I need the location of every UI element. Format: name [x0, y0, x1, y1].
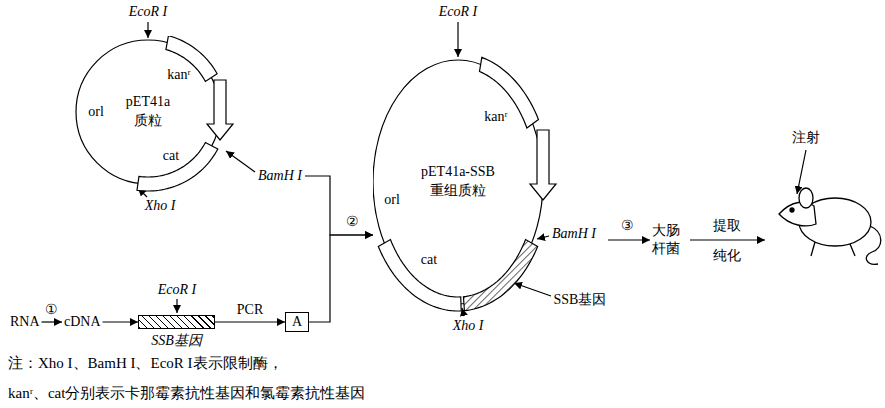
node-text: RNA — [10, 314, 40, 330]
step-label: ① — [44, 302, 59, 317]
gene-bar-hatch — [138, 315, 215, 329]
step-text: 提取 — [713, 218, 741, 233]
enzyme-site: Xho I — [145, 198, 176, 213]
step-label: ② — [345, 214, 360, 229]
insert-band — [463, 240, 537, 311]
node-text: A — [292, 314, 302, 330]
enzyme-site: BamH I — [552, 226, 596, 241]
enzyme-site: EcoR I — [158, 282, 196, 297]
node-text: cDNA — [64, 314, 101, 330]
gene-name: SSB基因 — [554, 292, 607, 307]
plasmid-ring — [373, 56, 608, 312]
promoter-arrow — [530, 130, 556, 200]
gene-band — [480, 57, 539, 128]
flow-arrow — [42, 321, 62, 322]
gene-bar: SSB基因 — [138, 315, 215, 350]
flow-arrow — [305, 176, 373, 235]
note-text: kanʳ、cat分别表示卡那霉素抗性基因和氯霉素抗性基因 — [8, 385, 365, 402]
text-node: RNA — [8, 313, 42, 331]
gene-name: orl — [88, 104, 104, 119]
product-box: A — [285, 312, 309, 332]
step-text: 注射 — [792, 130, 820, 145]
gene-name: kanʳ — [484, 109, 507, 124]
text-node: cDNA — [62, 313, 103, 331]
note-text: 注：Xho I、BamH I、EcoR I表示限制酶， — [8, 355, 283, 372]
flow-arrow — [103, 321, 138, 322]
promoter-arrow — [207, 80, 233, 140]
gene-name: kanʳ — [167, 67, 190, 82]
enzyme-site: BamH I — [258, 168, 302, 183]
step-label: ③ — [620, 218, 635, 233]
flow-arrow — [215, 321, 285, 322]
gene-name: SSB基因 — [138, 332, 215, 350]
gene-name: orl — [384, 192, 400, 207]
enzyme-site: EcoR I — [129, 4, 167, 19]
gene-name: cat — [421, 252, 437, 267]
text-node: 大肠杆菌 — [650, 221, 684, 259]
flow-arrow — [608, 239, 650, 240]
mouse-figure — [779, 188, 881, 264]
gene-name: cat — [163, 148, 179, 163]
enzyme-site: EcoR I — [439, 4, 477, 19]
leader-arrows — [138, 22, 806, 316]
flow-arrow — [309, 235, 373, 322]
plasmid-circle: pET41a-SSB 重组质粒 — [373, 56, 608, 312]
gene-band — [137, 143, 218, 191]
enzyme-site: Xho I — [453, 318, 484, 333]
step-label: PCR — [236, 302, 264, 317]
step-text: 纯化 — [713, 248, 741, 263]
gene-band — [378, 240, 461, 312]
node-text: 大肠杆菌 — [652, 222, 682, 258]
plasmid-name: pET41a-SSB 重组质粒 — [414, 163, 502, 201]
plasmid-name: pET41a 质粒 — [119, 93, 177, 131]
